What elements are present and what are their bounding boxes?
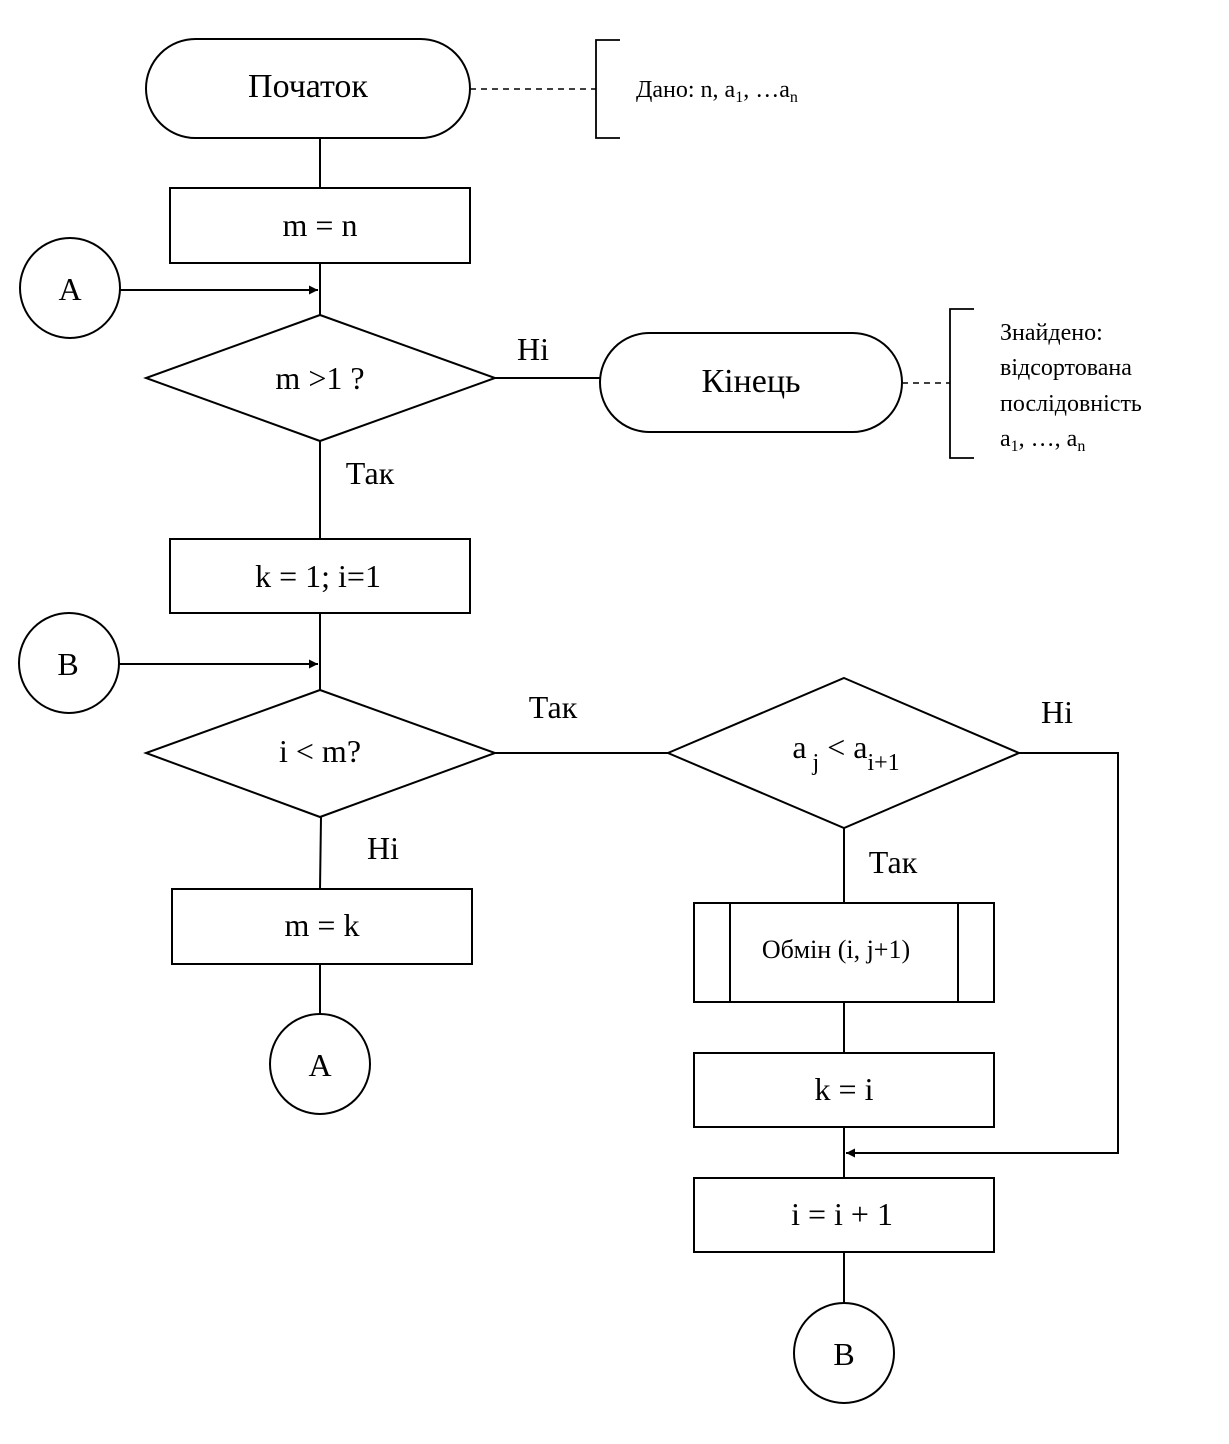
arrow-cond-a-no-to-i-inc xyxy=(846,752,1119,1158)
note-found-mid: , …, a xyxy=(1019,426,1078,452)
terminal-start xyxy=(145,38,471,139)
process-k-eq-i-label: k = i xyxy=(815,1071,874,1107)
note-given: Дано: n, a1, …an xyxy=(636,77,798,106)
cond-a-var2: a xyxy=(853,729,867,765)
process-k-i-init xyxy=(169,538,471,614)
terminal-end-label: Кінець xyxy=(701,363,800,400)
note-found-line3: послідовність xyxy=(1000,391,1142,417)
note-found-line4: a1, …, an xyxy=(1000,426,1085,455)
note-found-line2: відсортована xyxy=(1000,355,1132,381)
note-found-subn: n xyxy=(1077,438,1085,455)
label-no-i: Ні xyxy=(367,830,399,866)
decision-m-gt-1-label: m >1 ? xyxy=(275,360,364,396)
note-found-a1: a xyxy=(1000,426,1011,452)
connector-a-bottom-label: A xyxy=(308,1047,331,1083)
process-m-eq-n-label: m = n xyxy=(283,207,358,243)
connector-a-top xyxy=(19,237,121,339)
process-k-eq-i xyxy=(693,1052,995,1128)
connector-b-bottom-label: B xyxy=(833,1336,854,1372)
label-no-m: Ні xyxy=(517,331,549,367)
label-yes-i: Так xyxy=(529,689,578,725)
note-found-line1: Знайдено: xyxy=(1000,320,1103,346)
bracket-found xyxy=(949,308,974,459)
subroutine-swap xyxy=(693,902,995,1003)
note-found-sub1: 1 xyxy=(1011,438,1019,455)
connector-b-mid-label: B xyxy=(57,646,78,682)
cond-a-sub2: i+1 xyxy=(867,750,899,776)
decision-i-lt-m-label: i < m? xyxy=(279,733,361,769)
process-i-inc-label: i = i + 1 xyxy=(791,1196,893,1232)
annotations xyxy=(470,39,974,459)
line-cond-i-no-to-m-eq-k xyxy=(319,816,322,890)
terminal-start-label: Початок xyxy=(248,68,368,105)
label-no-a: Ні xyxy=(1041,694,1073,730)
process-i-inc xyxy=(693,1177,995,1253)
process-m-eq-k xyxy=(171,888,473,965)
cond-a-sub1: j xyxy=(812,750,820,776)
process-k-i-init-label: k = 1; i=1 xyxy=(255,558,381,594)
process-m-eq-k-label: m = k xyxy=(285,907,360,943)
terminal-end xyxy=(599,332,903,433)
note-given-prefix: Дано: n, a xyxy=(636,77,736,103)
connector-a-top-label: A xyxy=(58,271,81,307)
connector-b-bottom xyxy=(793,1302,895,1404)
process-m-eq-n xyxy=(169,187,471,264)
cond-a-op: < xyxy=(819,729,853,765)
decision-aj-lt-ai1 xyxy=(665,676,1022,830)
note-given-mid: , …a xyxy=(743,77,790,103)
label-yes-a: Так xyxy=(869,844,918,880)
connector-a-bottom xyxy=(269,1013,371,1115)
note-given-sub1: 1 xyxy=(735,89,743,106)
flow-lines xyxy=(119,138,1119,1303)
bracket-given xyxy=(595,39,620,139)
decision-m-gt-1 xyxy=(143,313,498,443)
connector-b-mid xyxy=(18,612,120,714)
decision-i-lt-m xyxy=(143,688,498,819)
cond-a-var1: a xyxy=(792,729,806,765)
label-yes-m: Так xyxy=(346,455,395,491)
subroutine-swap-label: Обмін (i, j+1) xyxy=(762,935,910,964)
note-given-subn: n xyxy=(790,89,798,106)
